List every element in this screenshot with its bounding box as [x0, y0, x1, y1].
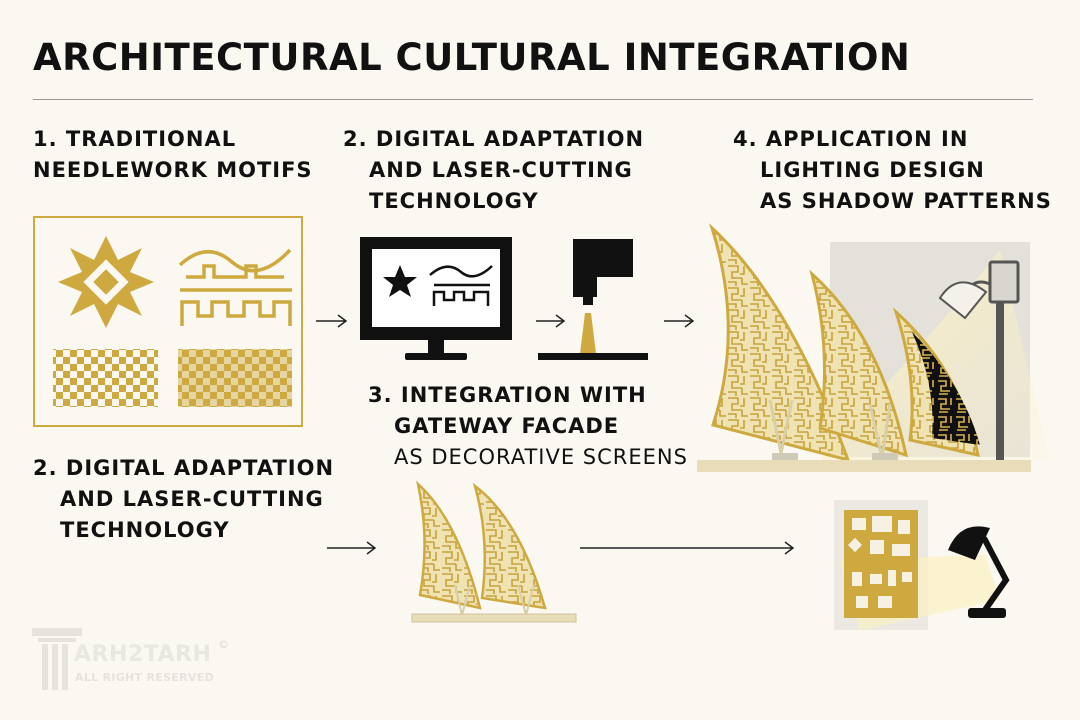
star-motif-icon: [58, 236, 154, 328]
step-2b-line-3: TECHNOLOGY: [60, 518, 230, 542]
step-3-line-3: AS DECORATIVE SCREENS: [394, 445, 688, 469]
step-3-label: 3. INTEGRATION WITH GATEWAY FACADE AS DE…: [368, 380, 688, 473]
shadow-pattern-scene: [834, 500, 1010, 630]
arrow-right-icon: [536, 314, 566, 328]
step-2b-line-2: AND LASER-CUTTING: [60, 487, 324, 511]
step-4-line-3: AS SHADOW PATTERNS: [760, 189, 1052, 213]
step-3-line-1: 3. INTEGRATION WITH: [368, 383, 647, 407]
arrow-right-icon: [580, 541, 795, 555]
step-4-line-2: LIGHTING DESIGN: [760, 158, 985, 182]
step-2a-line-2: AND LASER-CUTTING: [369, 158, 633, 182]
step-1-label: 1. TRADITIONAL NEEDLEWORK MOTIFS: [33, 124, 313, 186]
step-1-line-2: NEEDLEWORK MOTIFS: [33, 158, 313, 182]
watermark-logo: ARH2TARH ALL RIGHT RESERVED ©: [30, 625, 240, 695]
wave-motif-icon: [178, 248, 292, 326]
step-2a-label: 2. DIGITAL ADAPTATION AND LASER-CUTTING …: [343, 124, 644, 217]
copyright-mark: ©: [218, 638, 229, 651]
step-4-label: 4. APPLICATION IN LIGHTING DESIGN AS SHA…: [733, 124, 1052, 217]
step-4-line-1: 4. APPLICATION IN: [733, 127, 969, 151]
gateway-facade-screens: [411, 480, 577, 623]
arrow-right-icon: [664, 314, 695, 328]
step-3-line-2: GATEWAY FACADE: [394, 414, 620, 438]
step-2b-line-1: 2. DIGITAL ADAPTATION: [33, 456, 335, 480]
page-title: ARCHITECTURAL CULTURAL INTEGRATION: [33, 36, 911, 79]
arrow-right-icon: [316, 314, 348, 328]
step-1-line-1: 1. TRADITIONAL: [33, 127, 237, 151]
step-2b-label: 2. DIGITAL ADAPTATION AND LASER-CUTTING …: [33, 453, 334, 546]
lamp-icon: [938, 260, 1020, 460]
monitor-icon: [360, 237, 512, 360]
lighting-design-scene: [697, 223, 1050, 472]
checker-motif-icon: [53, 349, 158, 407]
needlework-motifs-panel: [33, 216, 303, 427]
logo-column-icon: [32, 628, 82, 690]
title-divider: [33, 99, 1033, 100]
step-2a-line-1: 2. DIGITAL ADAPTATION: [343, 127, 645, 151]
lamp-icon: [948, 526, 1010, 618]
arrow-right-icon: [327, 541, 377, 555]
logo-sub-text: ALL RIGHT RESERVED: [75, 671, 214, 684]
checker-grid-motif-icon: [178, 349, 292, 407]
laser-cutter-icon: [538, 239, 648, 360]
step-2a-line-3: TECHNOLOGY: [369, 189, 539, 213]
logo-main-text: ARH2TARH: [74, 642, 212, 667]
